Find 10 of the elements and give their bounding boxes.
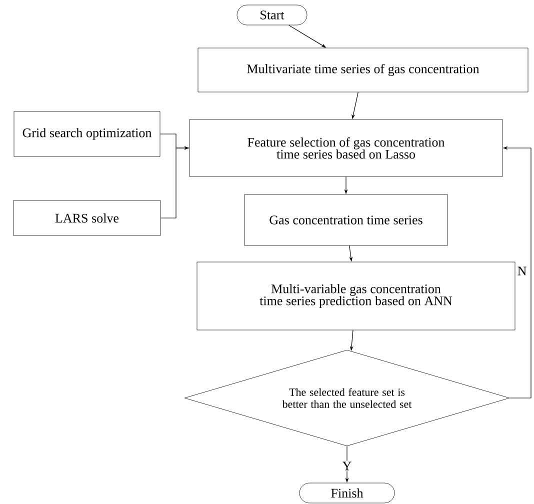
terminal-pill: Finish <box>299 482 395 504</box>
edge-label: N <box>516 266 528 276</box>
process-box: Feature selection of gas concentration time series based on Lasso <box>189 119 503 177</box>
process-box: LARS solve <box>13 200 161 236</box>
process-box: Grid search optimization <box>14 111 160 157</box>
terminal-pill: Start <box>236 4 308 26</box>
process-box: Multi-variable gas concentration time series prediction based on ANN <box>196 262 516 330</box>
process-box: Gas concentration time series <box>244 194 448 246</box>
edge-label: Y <box>341 460 353 472</box>
process-box: Multivariate time series of gas concentration <box>198 48 528 92</box>
